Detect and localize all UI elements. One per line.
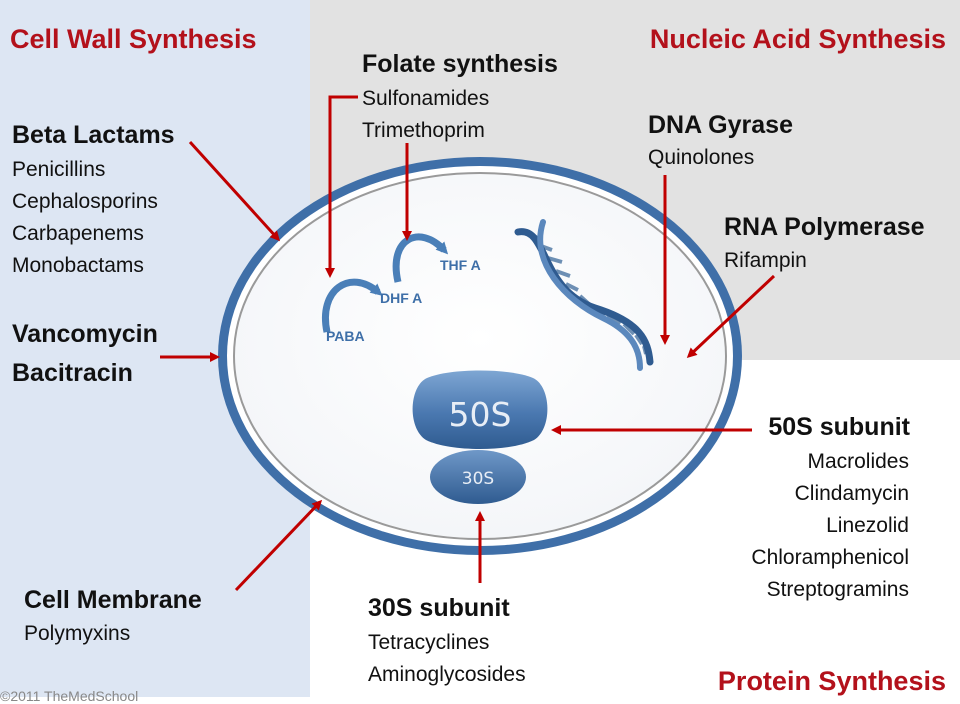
folate-title: Folate synthesis (362, 50, 558, 78)
cell-membrane-title: Cell Membrane (24, 586, 202, 614)
ribosome-30s: 30S (430, 450, 526, 504)
copyright-footer: ©2011 TheMedSchool (0, 688, 139, 704)
beta-lactams-title: Beta Lactams (12, 121, 175, 149)
subunit-50s-drug-4: Chloramphenicol (751, 546, 909, 569)
cell-membrane-arrow (234, 499, 323, 592)
subunit-30s-drug-1: Tetracyclines (368, 631, 490, 654)
beta-lactams-drug-2: Cephalosporins (12, 190, 158, 213)
ribosome-50s-label: 50S (449, 395, 512, 434)
beta-lactams-drug-3: Carbapenems (12, 222, 144, 245)
dna-gyrase-title: DNA Gyrase (648, 111, 793, 139)
ribosome-30s-label: 30S (462, 469, 494, 489)
subunit-30s-drug-2: Aminoglycosides (368, 663, 526, 686)
subunit-50s-drug-1: Macrolides (807, 450, 909, 473)
subunit-50s-title: 50S subunit (768, 413, 910, 441)
cell-wall-heading: Cell Wall Synthesis (10, 24, 257, 54)
folate-drug-2: Trimethoprim (362, 119, 485, 142)
subunit-50s-drug-2: Clindamycin (794, 482, 909, 505)
bacitracin-label: Bacitracin (12, 359, 133, 387)
cell-membrane-drug-1: Polymyxins (24, 622, 131, 645)
paba-label: PABA (326, 328, 365, 344)
thf-label: THF A (440, 257, 481, 273)
nucleic-acid-heading: Nucleic Acid Synthesis (649, 24, 946, 54)
ribosome-50s: 50S (412, 370, 548, 449)
dna-helix-icon (514, 219, 654, 371)
folate-sulfonamides-arrow (325, 95, 358, 278)
vancomycin-label: Vancomycin (12, 320, 158, 348)
beta-lactams-drug-1: Penicillins (12, 158, 106, 181)
dna-gyrase-drug-1: Quinolones (648, 146, 755, 169)
paba-to-dhf-arrow (322, 278, 383, 333)
subunit-50s-drug-3: Linezolid (826, 514, 909, 537)
subunit-50s-drug-5: Streptogramins (766, 578, 909, 601)
rna-polymerase-title: RNA Polymerase (724, 213, 925, 241)
rna-polymerase-drug-1: Rifampin (724, 249, 807, 272)
folate-drug-1: Sulfonamides (362, 87, 490, 110)
beta-lactams-arrow (188, 140, 281, 242)
beta-lactams-drug-4: Monobactams (12, 254, 144, 277)
rna-polymerase-arrow (686, 274, 776, 359)
subunit-30s-title: 30S subunit (368, 594, 510, 622)
protein-synthesis-heading: Protein Synthesis (717, 666, 946, 696)
dhf-label: DHF A (380, 290, 422, 306)
